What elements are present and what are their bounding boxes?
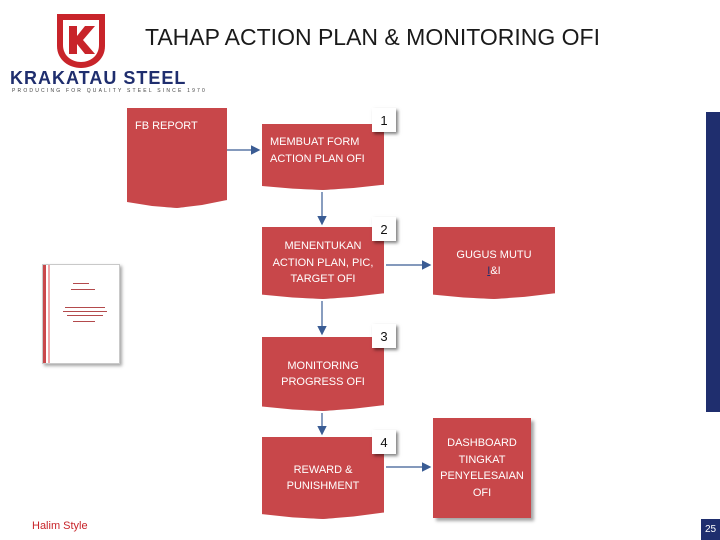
gugus-mutu-box: GUGUS MUTU I&I [433,227,555,299]
step-1-box: MEMBUAT FORM ACTION PLAN OFI [262,124,384,190]
step-4-box: REWARD & PUNISHMENT [262,437,384,519]
step-3-box: MONITORING PROGRESS OFI [262,337,384,411]
gugus-prefix: GUGUS MUTU [456,248,532,261]
step-3-label: MONITORING PROGRESS OFI [281,359,365,389]
step-4-badge: 4 [372,430,396,454]
krakatau-logo-icon [57,14,105,68]
step-3-badge: 3 [372,324,396,348]
page-number: 25 [701,519,720,540]
page-title: TAHAP ACTION PLAN & MONITORING OFI [145,24,600,50]
step-2-box: MENENTUKAN ACTION PLAN, PIC, TARGET OFI [262,227,384,299]
logo-tagline: PRODUCING FOR QUALITY STEEL SINCE 1970 [12,88,208,94]
fb-report-box: FB REPORT [127,108,227,208]
gugus-suffix: &I [490,265,501,277]
step-2-label: MENENTUKAN ACTION PLAN, PIC, TARGET OFI [272,240,374,286]
step-4-label: REWARD & PUNISHMENT [286,463,360,493]
author-label: Halim Style [32,520,88,532]
step-1-label: MEMBUAT FORM ACTION PLAN OFI [270,136,365,165]
step-1-badge: 1 [372,108,396,132]
logo-name: KRAKATAU STEEL [10,68,187,88]
fb-report-label: FB REPORT [135,120,198,132]
report-thumbnail [42,264,120,364]
dashboard-box: DASHBOARD TINGKAT PENYELESAIAN OFI [433,418,531,518]
side-accent-bar [706,112,720,412]
gugus-underlined: I [487,265,491,277]
step-2-badge: 2 [372,217,396,241]
dashboard-label: DASHBOARD TINGKAT PENYELESAIAN OFI [440,437,524,499]
